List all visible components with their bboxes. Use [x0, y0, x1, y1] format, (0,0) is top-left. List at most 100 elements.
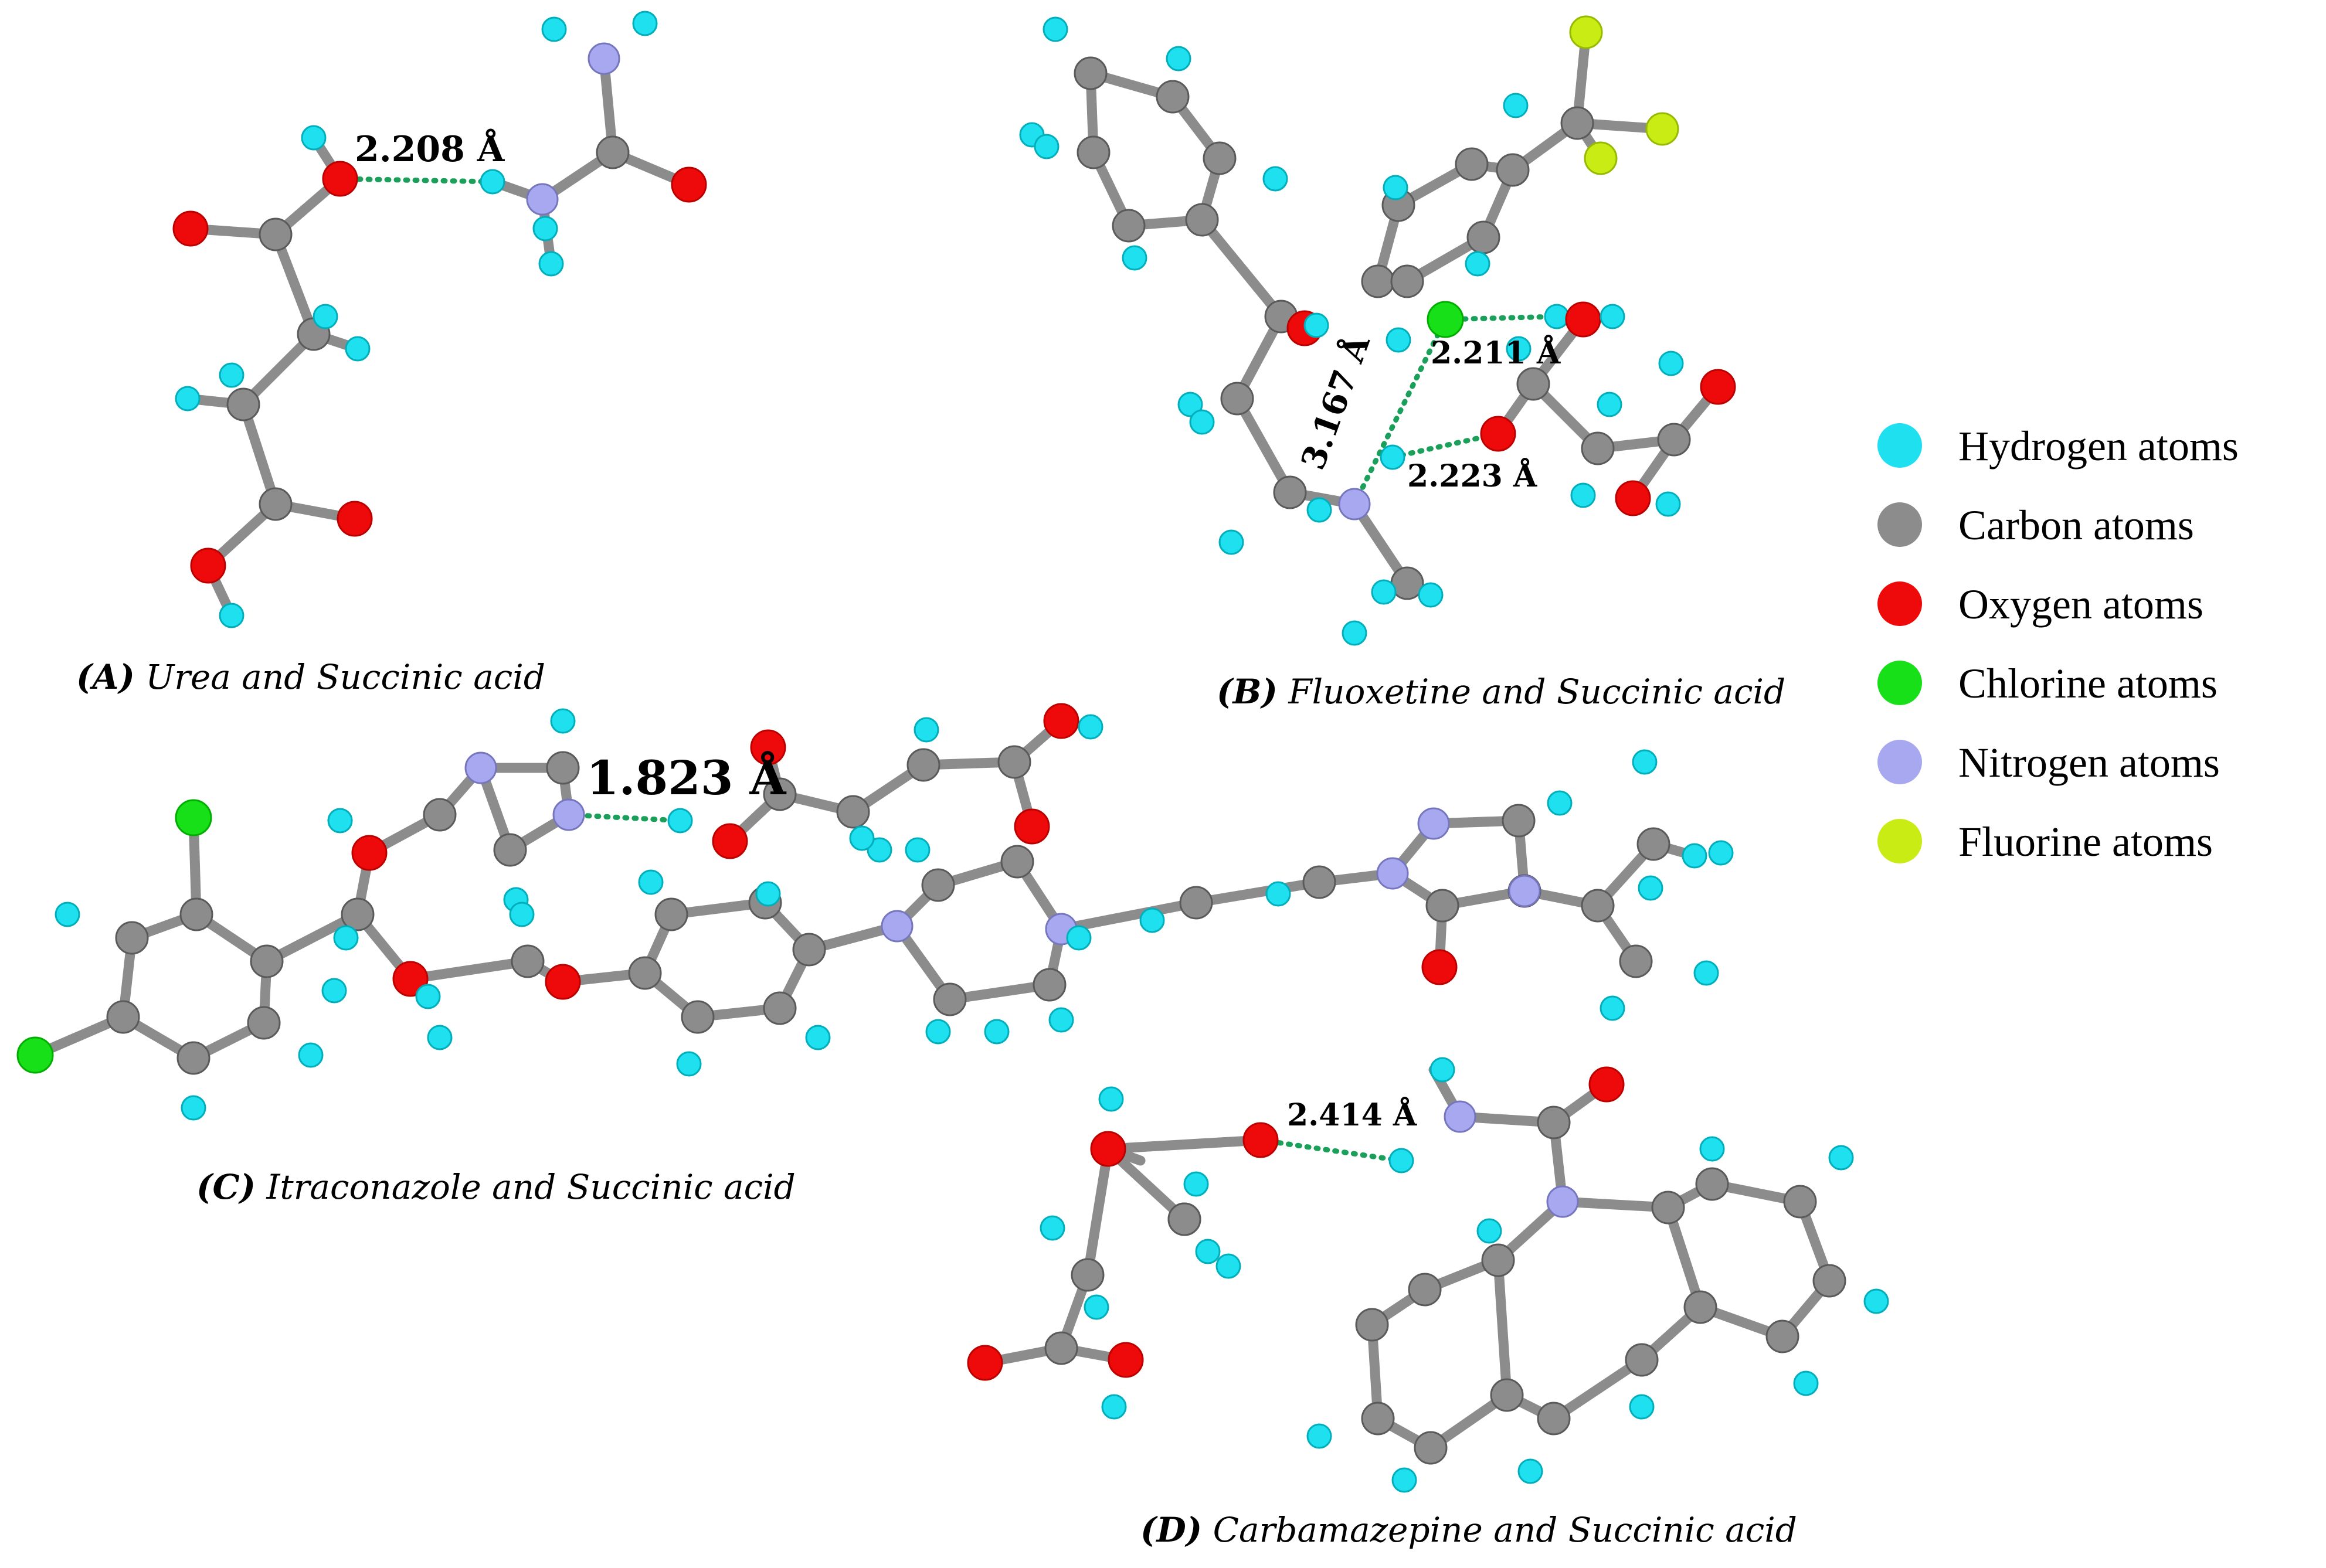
oxygen-atom [1565, 301, 1601, 338]
carbon-atom [1000, 845, 1034, 879]
hydrogen-atom [1503, 93, 1529, 118]
panel-d-distance-label: 2.414 Å [1287, 1097, 1417, 1133]
panel-c-atoms [16, 703, 1734, 1121]
carbon-atom [247, 1006, 281, 1040]
carbon-atom [1783, 1185, 1817, 1219]
hydrogen-atom [1699, 1136, 1725, 1162]
carbon-atom [1812, 1264, 1846, 1298]
hydrogen-atom [1043, 16, 1068, 42]
hydrogen-atom [1098, 1086, 1124, 1112]
carbon-atom [1537, 1106, 1571, 1140]
carbon-atom [176, 1041, 210, 1075]
hydrogen-atom [1034, 134, 1060, 159]
hydrogen-atom [1391, 1467, 1417, 1493]
chlorine-atom [16, 1036, 54, 1074]
hydrogen-atom [1793, 1370, 1819, 1396]
carbon-atom [763, 777, 797, 811]
hydrogen-atom [532, 216, 558, 242]
hydrogen-atom [1570, 482, 1596, 508]
panel-d: 2.414 Å (D) Carbamazepine and Succinic a… [967, 1057, 1889, 1550]
hydrogen-atom [541, 16, 567, 42]
hydrogen-atom [509, 902, 535, 927]
carbon-atom [628, 956, 662, 990]
hydrogen-atom [1386, 327, 1411, 353]
carbon-atom [106, 1000, 140, 1034]
carbon-atom [1033, 968, 1067, 1002]
oxygen-atom [1108, 1342, 1144, 1378]
carbon-atom [921, 868, 955, 902]
hydrogen-atom [1655, 491, 1681, 517]
carbon-atom [1220, 382, 1254, 416]
oxygen-atom [1043, 703, 1079, 739]
oxygen-atom [1615, 480, 1651, 516]
carbon-atom [1683, 1290, 1717, 1324]
hydrogen-atom [313, 304, 338, 329]
hydrogen-atom [1517, 1458, 1543, 1484]
carbon-atom [1071, 1258, 1105, 1292]
carbon-atom [596, 135, 630, 169]
hydrogen-atom [1265, 881, 1291, 907]
hydrogen-atom [1863, 1288, 1889, 1314]
legend-label-fluorine: Fluorine atoms [1958, 818, 2213, 865]
carbon-atom [1203, 141, 1237, 175]
hydrogen-atom [1195, 1239, 1221, 1264]
hydrogen-atom [345, 336, 371, 362]
nitrogen-atom [1508, 875, 1541, 907]
hydrogen-atom [1139, 907, 1165, 933]
hydrogen-atom [1166, 46, 1191, 72]
hydrogen-atom [1828, 1145, 1854, 1171]
hydrogen-atom [1306, 1423, 1332, 1449]
oxygen-atom [1090, 1131, 1126, 1167]
hydrogen-atom [1177, 392, 1203, 417]
carbon-atom [1414, 1431, 1448, 1465]
legend-label-hydrogen: Hydrogen atoms [1958, 423, 2239, 470]
oxygen-atom [671, 166, 707, 203]
oxygen-atom [1480, 416, 1516, 452]
hydrogen-atom [480, 169, 505, 195]
hydrogen-atom [1418, 582, 1444, 608]
hydrogen-atom [219, 362, 245, 388]
hydrogen-atom [676, 1051, 702, 1077]
hydrogen-atom [1066, 925, 1092, 951]
nitrogen-atom [1338, 488, 1371, 521]
hydrogen-atom [175, 386, 201, 411]
carbon-atom [1077, 135, 1111, 169]
fluorine-atom [1584, 141, 1618, 175]
hydrogen-atom [984, 1019, 1010, 1045]
carbon-atom [1074, 56, 1108, 90]
hydrogen-atom [1371, 579, 1397, 605]
hydrogen-atom [415, 984, 441, 1009]
legend-swatch-oxygen [1877, 581, 1922, 626]
nitrogen-atom [881, 910, 914, 943]
oxygen-atom [172, 210, 209, 247]
carbon-atom [1636, 827, 1670, 861]
hydrogen-atom [1122, 245, 1147, 271]
carbon-atom [763, 991, 797, 1025]
oxygen-atom [750, 729, 786, 766]
carbon-atom [1695, 1167, 1729, 1201]
legend-swatch-fluorine [1877, 819, 1922, 863]
hydrogen-atom [1101, 1394, 1127, 1420]
legend-swatch-nitrogen [1877, 740, 1922, 784]
carbon-atom [836, 795, 870, 829]
hydrogen-atom [914, 717, 939, 743]
hydrogen-atom [905, 837, 931, 863]
oxygen-atom [337, 501, 373, 537]
carbon-atom [654, 897, 688, 931]
panel-b-caption: (B) Fluoxetine and Succinic acid [1217, 672, 1785, 712]
carbon-atom [1361, 1402, 1395, 1436]
carbon-atom [1619, 944, 1653, 978]
nitrogen-atom [464, 751, 497, 784]
oxygen-atom [190, 547, 226, 584]
hydrogen-atom [1547, 790, 1573, 816]
carbon-atom [933, 982, 967, 1016]
carbon-atom [792, 933, 826, 967]
carbon-atom [1179, 886, 1213, 920]
hydrogen-atom [1708, 840, 1734, 866]
hydrogen-atom [1600, 995, 1625, 1021]
carbon-atom [546, 751, 580, 785]
hydrogen-atom [1040, 1215, 1065, 1241]
hydrogen-atom [321, 978, 347, 1004]
legend-swatch-hydrogen [1877, 423, 1922, 468]
